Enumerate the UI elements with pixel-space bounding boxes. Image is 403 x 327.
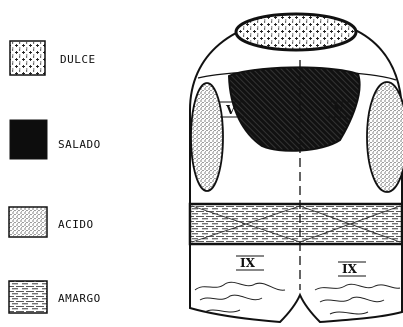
legend-item-acido: ACIDO [9, 207, 94, 237]
salado-label: SALADO [58, 138, 101, 151]
legend-item-dulce: DULCE [10, 41, 96, 75]
svg-text:IX: IX [240, 256, 256, 270]
acido-zone-left [191, 83, 223, 191]
legend-item-amargo: AMARGO [9, 281, 101, 313]
legend-item-salado: SALADO [10, 120, 101, 159]
dulce-zone-tip [236, 14, 356, 50]
amargo-swatch [9, 281, 47, 313]
acido-zone-right [367, 82, 403, 192]
dulce-label: DULCE [60, 53, 96, 66]
tongue: V V IX IX [190, 14, 403, 322]
salado-swatch [10, 120, 47, 159]
svg-text:V: V [333, 103, 344, 117]
svg-text:V: V [225, 103, 236, 117]
dulce-swatch [10, 41, 45, 75]
amargo-band [190, 204, 402, 244]
svg-text:IX: IX [342, 262, 358, 276]
acido-label: ACIDO [58, 218, 94, 231]
amargo-label: AMARGO [58, 292, 101, 305]
legend: DULCE SALADO ACIDO AMARGO [9, 41, 101, 313]
acido-swatch [9, 207, 47, 237]
